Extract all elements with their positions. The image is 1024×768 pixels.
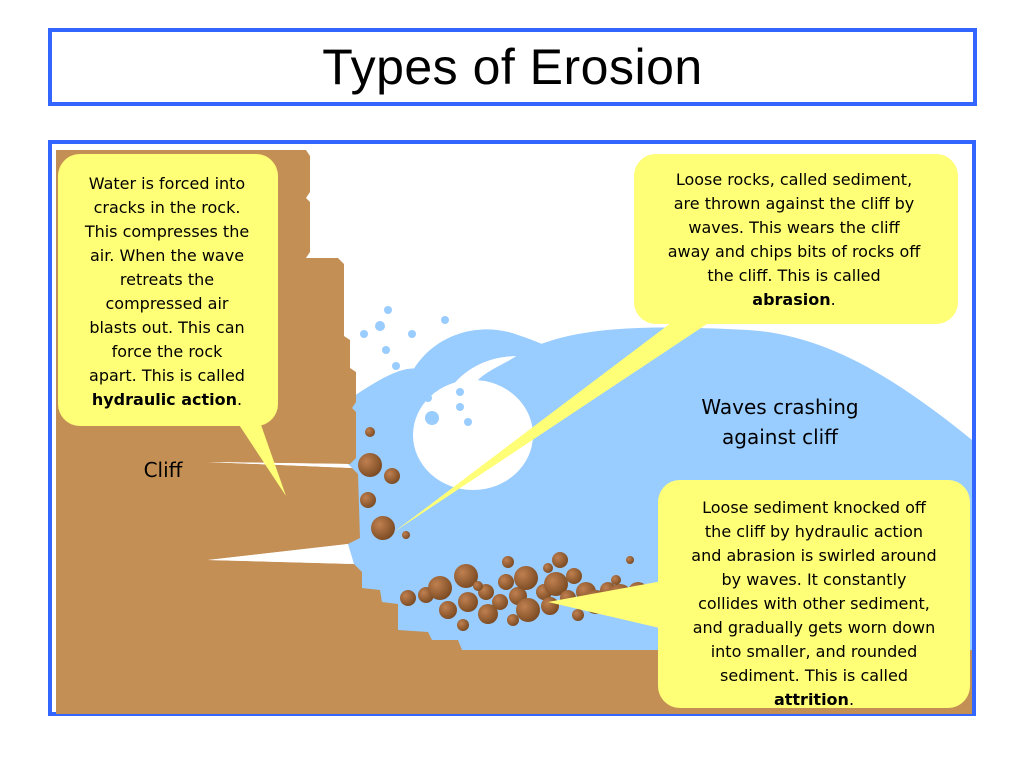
attrition-pointer xyxy=(548,580,668,630)
attrition-line: and abrasion is swirled around xyxy=(691,546,937,565)
attrition-line: and gradually gets worn down xyxy=(692,618,936,637)
hydraulic-line: force the rock xyxy=(111,342,223,361)
attrition-line: sediment. This is called xyxy=(720,666,908,685)
cliff-rock xyxy=(56,150,972,714)
attrition-callout-bubble xyxy=(658,480,970,708)
page-title: Types of Erosion xyxy=(322,39,703,95)
wave-hollow-base xyxy=(408,460,533,500)
abrasion-line: are thrown against the cliff by xyxy=(673,194,915,213)
attrition-line: into smaller, and rounded xyxy=(710,642,918,661)
hydraulic-line: compressed air xyxy=(105,294,229,313)
waves-label-line1: Waves crashing xyxy=(701,395,859,419)
title-box: Types of Erosion xyxy=(48,28,977,106)
attrition-line: collides with other sediment, xyxy=(698,594,930,613)
attrition-term: attrition xyxy=(773,690,849,709)
abrasion-line: away and chips bits of rocks off xyxy=(667,242,921,261)
wave-hollow xyxy=(413,380,533,490)
hydraulic-suffix: . xyxy=(237,390,243,409)
abrasion-pointer xyxy=(394,310,728,532)
hydraulic-line: retreats the xyxy=(119,270,215,289)
abrasion-callout: Loose rocks, called sediment, are thrown… xyxy=(638,168,950,312)
attrition-suffix: . xyxy=(848,690,855,709)
attrition-line: the cliff by hydraulic action xyxy=(704,522,924,541)
attrition-callout: Loose sediment knocked off the cliff by … xyxy=(664,496,964,712)
abrasion-term: abrasion xyxy=(752,290,831,309)
hydraulic-line: apart. This is called xyxy=(89,366,245,385)
abrasion-line: waves. This wears the cliff xyxy=(688,218,900,237)
hydraulic-line: blasts out. This can xyxy=(89,318,245,337)
hydraulic-line: cracks in the rock. xyxy=(93,198,241,217)
abrasion-suffix: . xyxy=(830,290,836,309)
waves-label: Waves crashing against cliff xyxy=(660,392,900,452)
cliff-label: Cliff xyxy=(143,458,183,482)
hydraulic-pointer xyxy=(226,405,286,496)
hydraulic-line: This compresses the xyxy=(84,222,250,241)
wave-curl xyxy=(408,329,578,402)
hydraulic-line: Water is forced into xyxy=(88,174,246,193)
attrition-line: Loose sediment knocked off xyxy=(702,498,926,517)
cliff-cracks xyxy=(208,462,354,564)
abrasion-term-line: abrasion. xyxy=(638,288,950,312)
abrasion-line: Loose rocks, called sediment, xyxy=(675,170,913,189)
waves-label-line2: against cliff xyxy=(722,425,838,449)
abrasion-callout-bubble xyxy=(634,154,958,324)
hydraulic-callout: Water is forced into cracks in the rock.… xyxy=(62,172,272,412)
hydraulic-term: hydraulic action xyxy=(91,390,238,409)
hydraulic-callout-bubble xyxy=(58,154,278,426)
attrition-line: by waves. It constantly xyxy=(721,570,907,589)
abrasion-line: the cliff. This is called xyxy=(707,266,881,285)
hydraulic-term-line: hydraulic action. xyxy=(62,388,272,412)
hydraulic-line: air. When the wave xyxy=(89,246,245,265)
erosion-diagram xyxy=(48,140,976,716)
falling-sediment xyxy=(358,427,410,540)
attrition-term-line: attrition. xyxy=(664,688,964,712)
water-spray xyxy=(360,306,472,426)
